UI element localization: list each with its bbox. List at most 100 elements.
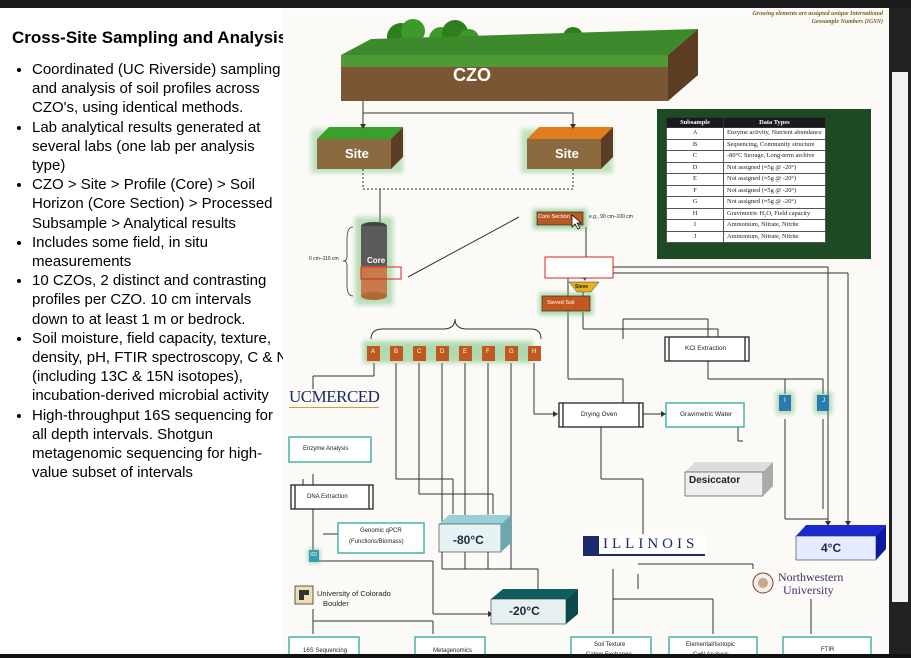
table-cell: I bbox=[666, 219, 724, 232]
letter-f: F bbox=[486, 349, 490, 355]
table-cell: G bbox=[666, 196, 724, 209]
letter-d: D bbox=[440, 349, 445, 355]
subsample-letter-boxes bbox=[363, 341, 541, 363]
table-row: C-80°C Storage, Long-term archive bbox=[666, 150, 826, 163]
table-cell: E bbox=[666, 173, 724, 186]
gravimetric-water-label: Gravimetric Water bbox=[680, 411, 733, 418]
table-cell: Not assigned (≈5g @ -20°) bbox=[723, 196, 826, 209]
arrowheads bbox=[360, 124, 851, 617]
soil-texture-label: Soil Texture bbox=[594, 642, 626, 648]
bullet-item: 10 CZOs, 2 distinct and contrasting prof… bbox=[32, 271, 290, 329]
scrollbar-track[interactable] bbox=[892, 72, 908, 602]
bullet-list: Coordinated (UC Riverside) sampling and … bbox=[12, 60, 290, 482]
mouse-cursor bbox=[571, 214, 582, 230]
table-cell: D bbox=[666, 161, 724, 174]
process-boxes bbox=[290, 336, 750, 510]
table-cell: H bbox=[666, 207, 724, 220]
bullet-item: Soil moisture, field capacity, texture, … bbox=[32, 329, 290, 406]
table-cell: Not assigned (≈5g @ -20°) bbox=[723, 184, 826, 197]
letter-e: E bbox=[463, 349, 468, 355]
kcl-extraction-label: KCl Extraction bbox=[685, 345, 727, 352]
table-cell: Ammonium, Nitrate, Nitrite bbox=[723, 230, 826, 243]
table-cell: Ammonium, Nitrate, Nitrite bbox=[723, 219, 826, 232]
i-j-boxes bbox=[776, 392, 832, 414]
four-c-label: 4°C bbox=[821, 541, 842, 555]
slide-title: Cross-Site Sampling and Analysis bbox=[12, 28, 288, 47]
subsample-box bbox=[544, 256, 614, 279]
sieve-label: Sieve bbox=[575, 284, 589, 290]
table-cell: J bbox=[666, 230, 724, 243]
table-cell: C bbox=[666, 150, 724, 163]
sampling-flow-diagram: Growing elements are assigned unique Int… bbox=[283, 9, 889, 658]
table-header: Data Types bbox=[723, 117, 826, 128]
letter-h: H bbox=[532, 349, 537, 355]
xd-box bbox=[309, 550, 319, 562]
site-left-label: Site bbox=[345, 146, 369, 161]
table-header: Subsample bbox=[666, 117, 724, 128]
seq16s-label: 16S Sequencing bbox=[303, 648, 348, 654]
table-cell: Not assigned (≈5g @ -20°) bbox=[723, 173, 826, 186]
letter-c: C bbox=[417, 349, 422, 355]
illinois-subtitle: UNIVERSITY OF ILLINOIS AT URBANA-CHAMPAI… bbox=[603, 552, 664, 555]
letter-a: A bbox=[371, 349, 376, 355]
i-label: I bbox=[784, 398, 786, 404]
drying-oven-label: Drying Oven bbox=[581, 411, 618, 418]
table-cell: B bbox=[666, 138, 724, 151]
diagram-graphics bbox=[288, 19, 886, 658]
freezer-minus20 bbox=[490, 589, 578, 625]
bullet-item: Coordinated (UC Riverside) sampling and … bbox=[32, 60, 290, 118]
freezer-minus80 bbox=[438, 515, 511, 553]
illinois-logo bbox=[581, 535, 707, 557]
desiccator-label: Desiccator bbox=[689, 475, 741, 486]
j-label: J bbox=[822, 398, 825, 404]
box-bracket-ticks bbox=[294, 337, 746, 509]
functions-biomass-label: (Functions/Biomass) bbox=[349, 539, 404, 545]
table-cell: Sequencing, Community structure bbox=[723, 138, 826, 151]
metagenomics-label: Metagenomics bbox=[433, 648, 473, 654]
czo-block bbox=[341, 29, 698, 101]
right-scroll-strip[interactable] bbox=[889, 8, 911, 658]
colorado-line1: University of Colorado bbox=[317, 589, 391, 598]
window-bottom-bar bbox=[0, 654, 911, 658]
table-cell: Gravimetric H₂O, Field capacity bbox=[723, 207, 826, 220]
bullet-item: Lab analytical results generated at seve… bbox=[32, 118, 290, 176]
bullet-item: Includes some field, in situ measurement… bbox=[32, 233, 290, 271]
genomic-qpcr-label: Genomic qPCR bbox=[360, 528, 402, 534]
colorado-line2: Boulder bbox=[323, 599, 349, 608]
core-section-label: Core Section bbox=[538, 214, 570, 220]
letter-b: B bbox=[394, 349, 399, 355]
site-left-block bbox=[311, 127, 403, 173]
lab-boxes bbox=[288, 402, 872, 658]
site-right-block bbox=[521, 127, 613, 173]
site-right-label: Site bbox=[555, 146, 579, 161]
ucmerced-logo: UCMERCED bbox=[289, 387, 380, 408]
slide-text: Cross-Site Sampling and Analysis Coordin… bbox=[12, 28, 290, 482]
core-cylinder bbox=[342, 217, 402, 305]
core-section-depth-label: e.g., 90 cm–100 cm bbox=[589, 214, 633, 220]
freezer-4c bbox=[795, 525, 886, 561]
table-cell: -80°C Storage, Long-term archive bbox=[723, 150, 826, 163]
desiccator bbox=[684, 462, 773, 497]
elemental-label: Elemental/Isotopic bbox=[686, 642, 736, 648]
minus20-label: -20°C bbox=[509, 604, 540, 618]
czo-label: CZO bbox=[453, 65, 491, 85]
northwestern-line1: Northwestern bbox=[778, 570, 844, 584]
table-cell: Enzyme activity, Nutrient abundance bbox=[723, 127, 826, 140]
core-depth-label: 0 cm–110 cm bbox=[309, 256, 339, 262]
sieved-soil-box bbox=[539, 293, 593, 315]
bullet-item: CZO > Site > Profile (Core) > Soil Horiz… bbox=[32, 175, 290, 233]
northwestern-line2: University bbox=[783, 583, 834, 597]
sieved-soil-label: Sieved Soil bbox=[547, 300, 575, 306]
xd-label: XD bbox=[310, 552, 317, 558]
window-top-bar bbox=[0, 0, 911, 8]
ftir-label: FTIR bbox=[821, 647, 835, 653]
